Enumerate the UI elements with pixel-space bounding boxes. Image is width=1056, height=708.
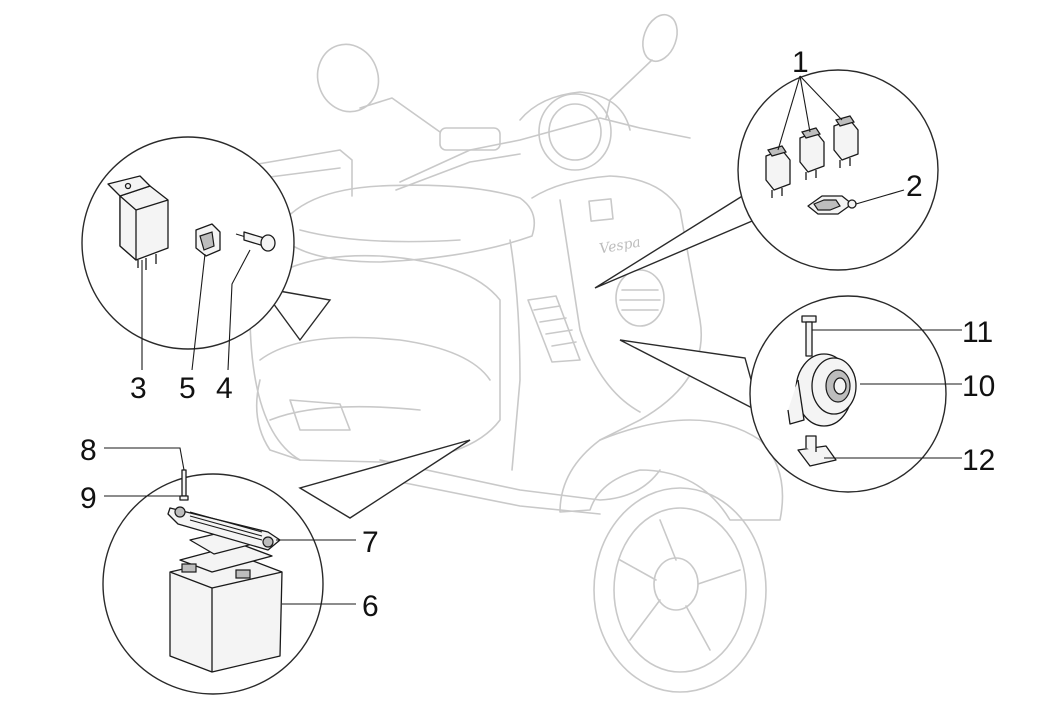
connector: [807, 195, 857, 215]
callout-11: 11: [962, 316, 993, 349]
brand-script: Vespa: [598, 234, 642, 257]
detail-circle: [737, 69, 939, 271]
callout-7: 7: [362, 526, 379, 559]
bracket: [797, 435, 837, 467]
relay-small-right: [833, 115, 859, 168]
pointer-wedge: [298, 439, 471, 519]
pointer-wedge: [260, 287, 332, 342]
bolt: [235, 231, 276, 252]
flasher-relay: [107, 175, 169, 270]
callout-1: 1: [792, 46, 809, 79]
callout-6: 6: [362, 590, 379, 623]
callout-9: 9: [80, 482, 97, 515]
detail-circle-relays: 1 2: [594, 46, 939, 289]
detail-circle-flasher: 3 5 4: [81, 136, 332, 405]
callout-3: 3: [130, 372, 147, 405]
callout-5: 5: [179, 372, 196, 405]
pointer-wedge: [619, 339, 762, 414]
callout-12: 12: [962, 444, 995, 477]
detail-circle-horn: 11 10 12: [619, 295, 995, 493]
relay-small-middle: [799, 127, 825, 180]
horn: [787, 353, 857, 427]
battery-screw: [179, 469, 189, 501]
rubber-mount: [195, 223, 221, 257]
screw: [801, 315, 817, 357]
detail-circle-battery: 8 9 7 6: [80, 434, 471, 695]
relay-small-left: [765, 145, 791, 198]
callout-10: 10: [962, 370, 995, 403]
scooter-outline: Vespa: [247, 13, 784, 693]
retaining-strap: [167, 506, 281, 551]
callout-8: 8: [80, 434, 97, 467]
callout-4: 4: [216, 372, 233, 405]
callout-2: 2: [906, 170, 923, 203]
